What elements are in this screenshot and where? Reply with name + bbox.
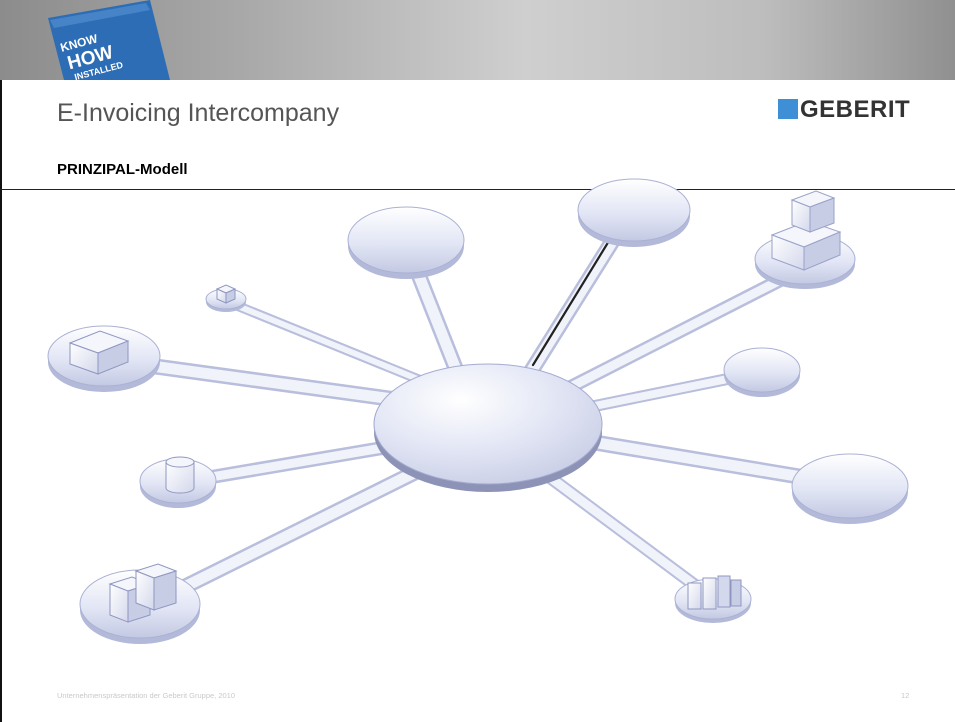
slide-title: E-Invoicing Intercompany	[57, 99, 340, 127]
footer-text: Unternehmenspräsentation der Geberit Gru…	[57, 691, 236, 700]
node-bottom-right-factory	[674, 575, 752, 623]
central-hub	[373, 363, 603, 492]
logo-text: GEBERIT	[800, 96, 911, 123]
node-left-cylinder	[139, 456, 217, 508]
factory-icon	[687, 575, 742, 610]
computer-icon	[770, 190, 842, 271]
node-right-small-disc	[723, 347, 801, 397]
geberit-logo: GEBERIT	[778, 96, 918, 124]
page-number: 12	[901, 691, 910, 700]
database-icon	[165, 456, 195, 494]
header-divider	[0, 189, 955, 190]
node-top-center-disc	[577, 178, 691, 247]
node-top-right-computer	[754, 190, 856, 289]
node-small-cube	[205, 284, 247, 312]
know-how-installed-badge: KNOW HOW INSTALLED	[48, 0, 170, 80]
node-right-disc	[791, 453, 909, 524]
prinzipal-network-diagram	[47, 178, 909, 644]
node-bottom-left-buildings	[79, 563, 201, 644]
node-left-box	[47, 325, 161, 392]
box-icon	[68, 330, 130, 375]
cube-icon	[215, 284, 237, 304]
slide-subtitle: PRINZIPAL-Modell	[57, 161, 188, 178]
logo-square	[778, 99, 798, 119]
buildings-icon	[108, 563, 178, 623]
node-top-left-disc	[347, 206, 465, 279]
left-border	[0, 0, 2, 722]
badge-highlight	[50, 3, 150, 28]
